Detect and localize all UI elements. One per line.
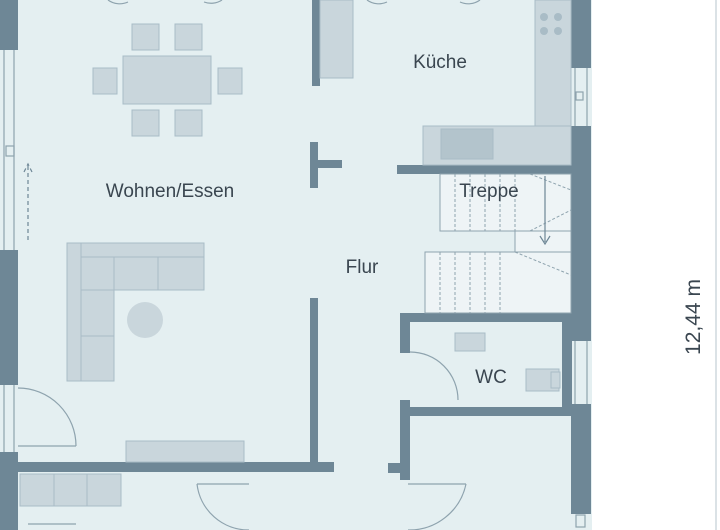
room-label-kitchen: Küche (413, 52, 467, 73)
wardrobe (19, 473, 122, 507)
kitchen-counter (319, 0, 572, 166)
dimension-label-height: 12,44 m (682, 279, 705, 355)
room-label-living-dining: Wohnen/Essen (105, 181, 235, 202)
windows (3, 50, 588, 528)
room-label-wc: WC (475, 367, 507, 388)
coffee-table (127, 302, 163, 338)
outer-walls (0, 0, 591, 530)
stair-direction-arrow (539, 176, 551, 246)
room-label-stairs: Treppe (459, 181, 519, 202)
interior-walls (18, 0, 576, 480)
door-swings (17, 0, 481, 530)
stair-treads (439, 173, 572, 313)
room-label-hall: Flur (345, 257, 379, 278)
stove-icon (540, 13, 562, 35)
wc-fixtures (454, 332, 561, 392)
sideboard (125, 440, 245, 463)
dining-table-set (92, 23, 243, 137)
entry-arrow-icon (23, 162, 33, 240)
sofa (66, 242, 205, 382)
